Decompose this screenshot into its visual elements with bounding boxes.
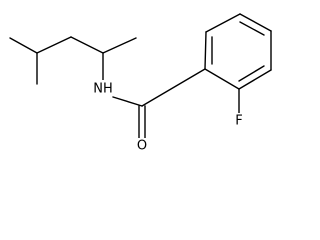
ring-bond-c3-c4 (239, 13, 272, 32)
bond-ch-methyl (102, 37, 137, 54)
bond-nitrogen-carbonyl (112, 96, 143, 107)
fluorine-label: F (235, 114, 242, 129)
fluorine-atom: F (234, 113, 245, 129)
nitrogen-label: NH (93, 82, 113, 97)
ring-bond-c2-c3 (205, 13, 241, 33)
ring-double-bond-c5-c6 (238, 65, 265, 82)
bond-ch2-ch (70, 36, 104, 54)
bond-isobutyl-ch-ch2 (36, 36, 72, 54)
ring-bond-c5-c6 (238, 69, 272, 90)
oxygen-atom: O (136, 138, 148, 153)
bond-carbonyl-ring (141, 68, 206, 107)
ring-double-bond-c3-c4 (239, 21, 265, 36)
oxygen-label: O (137, 139, 147, 154)
ring-bond-c1-c2 (204, 31, 207, 70)
molecule-diagram: NH O F (9, 13, 272, 153)
nitrogen-atom: NH (93, 80, 114, 97)
ring-bond-c6-c1 (204, 68, 240, 90)
bond-methyl-ch-isobutyl-a (9, 37, 38, 54)
